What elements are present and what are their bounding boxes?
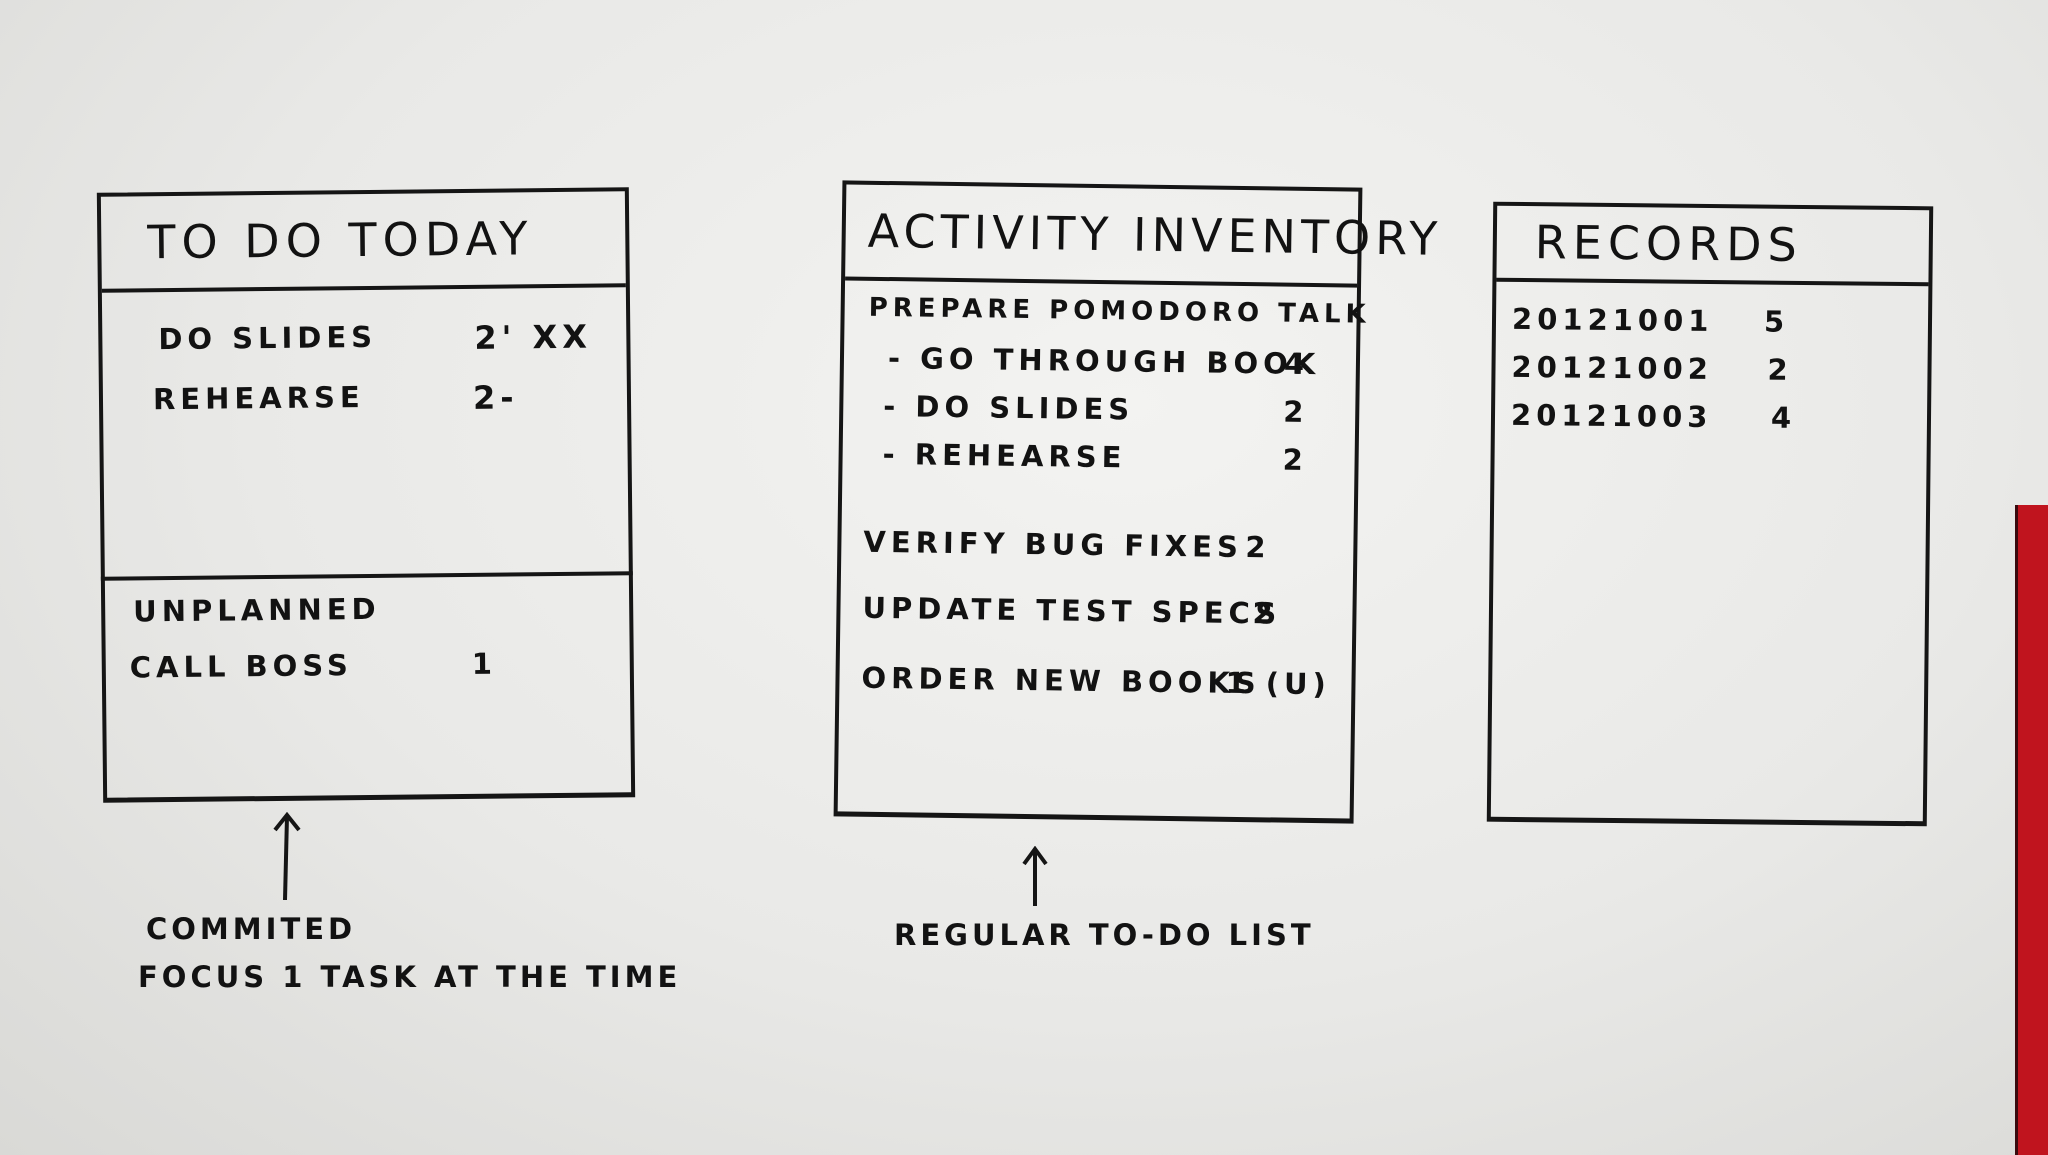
inventory-caption: REGULAR TO-DO LIST — [894, 918, 1315, 952]
activity-inventory-title: ACTIVITY INVENTORY — [845, 184, 1443, 288]
inventory-item-label: VERIFY BUG FIXES — [863, 524, 1244, 565]
inventory-subitem-label: - GO THROUGH BOOK — [887, 341, 1321, 382]
records-date: 20121003 — [1510, 397, 1713, 435]
unplanned-item: CALL BOSS 1 — [106, 645, 630, 685]
records-date: 20121002 — [1511, 349, 1714, 387]
activity-inventory-card: ACTIVITY INVENTORY PREPARE POMODORO TALK… — [833, 180, 1443, 824]
records-row: 20121001 5 — [1496, 302, 1928, 339]
inventory-item: ORDER NEW BOOKS 1 (U) — [840, 660, 1352, 702]
inventory-subitem-value: 2 — [1282, 442, 1309, 477]
inventory-item-label: ORDER NEW BOOKS — [861, 660, 1261, 701]
inventory-subitem-value: 4 — [1283, 346, 1310, 381]
unplanned-item-label: CALL BOSS — [129, 648, 353, 685]
red-folder-edge — [2015, 505, 2048, 1155]
unplanned-heading: UNPLANNED — [105, 589, 629, 629]
records-title: RECORDS — [1496, 205, 1930, 287]
inventory-group-text: PREPARE POMODORO TALK — [868, 292, 1371, 330]
todo-item-label: DO SLIDES — [158, 319, 378, 357]
records-count: 2 — [1767, 352, 1793, 387]
unplanned-item-value: 1 — [471, 646, 498, 681]
records-count: 5 — [1763, 304, 1790, 339]
inventory-item-value: 2 — [1245, 530, 1271, 565]
todo-today-title: TO DO TODAY — [100, 191, 626, 293]
todo-today-item: REHEARSE 2- — [103, 377, 627, 416]
up-arrow-icon — [1022, 846, 1048, 906]
todo-today-card: TO DO TODAY DO SLIDES 2' XX REHEARSE 2- … — [96, 187, 636, 803]
records-row: 20121003 4 — [1495, 398, 1927, 435]
records-date: 20121001 — [1511, 301, 1714, 339]
todo-caption-line1: COMMITED — [146, 912, 357, 946]
records-count: 4 — [1770, 400, 1797, 435]
inventory-subitem-label: - DO SLIDES — [883, 388, 1135, 427]
unplanned-heading-label: UNPLANNED — [133, 591, 381, 629]
todo-item-value: 2' XX — [474, 317, 593, 357]
inventory-group-label: PREPARE POMODORO TALK — [845, 292, 1370, 330]
unplanned-divider — [100, 571, 633, 581]
inventory-item-value: 1 (U) — [1225, 665, 1332, 702]
inventory-subitem: - REHEARSE 2 — [843, 436, 1355, 477]
inventory-item-label: UPDATE TEST SPECS — [862, 590, 1282, 631]
inventory-subitem: - DO SLIDES 2 — [844, 388, 1356, 429]
inventory-item: VERIFY BUG FIXES 2 — [842, 524, 1354, 565]
todo-item-value: 2- — [472, 378, 519, 417]
records-row: 20121002 2 — [1496, 350, 1928, 387]
inventory-item: UPDATE TEST SPECS 2 — [841, 590, 1353, 631]
todo-caption-line2: FOCUS 1 TASK AT THE TIME — [138, 960, 682, 994]
up-arrow-icon — [273, 812, 301, 901]
todo-today-item: DO SLIDES 2' XX — [102, 317, 626, 357]
records-card: RECORDS 20121001 5 20121002 2 20121003 4 — [1486, 201, 1934, 827]
inventory-subitem-value: 2 — [1283, 394, 1309, 429]
inventory-item-value: 2 — [1252, 596, 1278, 631]
inventory-subitem-label: - REHEARSE — [882, 436, 1127, 475]
inventory-subitem: - GO THROUGH BOOK 4 — [844, 340, 1356, 381]
todo-item-label: REHEARSE — [152, 380, 365, 417]
